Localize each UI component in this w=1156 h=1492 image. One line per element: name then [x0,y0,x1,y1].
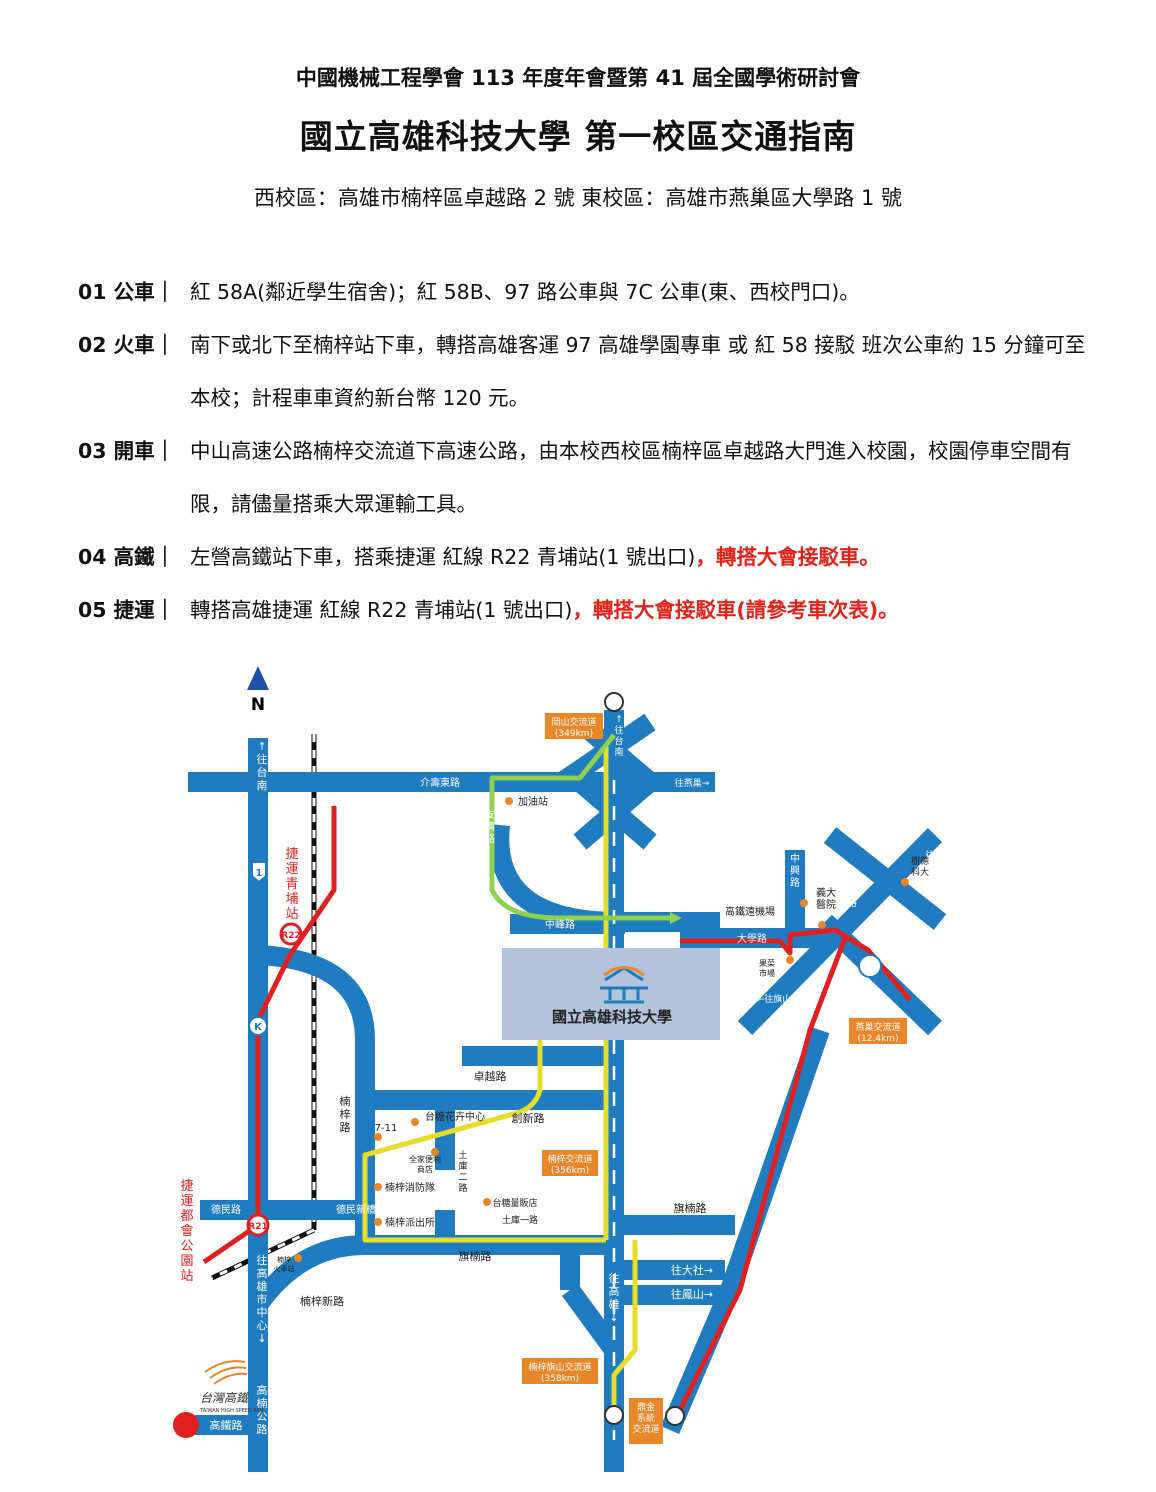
dir-kaohsiung: 往高雄↓ [609,1271,620,1324]
lm-market: 果菜市場 [759,958,775,978]
road-chuangxin: 創新路 [512,1111,545,1125]
ic-yanchao-box [849,1018,907,1044]
road-youqing: 友情路 [485,808,495,845]
road-zhongfeng: 中峰路 [545,918,575,931]
campus-block: 國立高雄科技大學 [502,948,720,1040]
ic-dingjin-box [629,1398,663,1444]
mrt-r21-marker: R21 [246,1213,270,1237]
dir-fengshan: 往鳳山→ [671,1287,713,1301]
guide-entry-mrt: 05 捷運｜ 轉搭高雄捷運 紅線 R22 青埔站(1 號出口)，轉搭大會接駁車(… [78,584,1088,637]
green-route [489,733,682,924]
road-shiku1: 土庫一路 [502,1214,538,1226]
svg-text:R22: R22 [281,931,300,941]
lm-fire: 楠梓消防隊 [385,1181,435,1194]
road-qinan-right: 旗楠路 [674,1201,707,1215]
road-qinan-lower: 旗楠路 [459,1249,492,1263]
shuttle-highlight: ，轉搭大會接駁車。 [695,545,880,569]
highway-marker-top [604,692,624,712]
ic-dingjin: 鼎金系統交流道 [632,1401,659,1435]
page-title: 國立高雄科技大學 第一校區交通指南 [299,117,857,156]
svg-text:國立高雄科技大學: 國立高雄科技大學 [552,1008,672,1026]
mrt-r22-marker: R22 [279,922,303,946]
lm-train: 楠梓火車站 [274,1255,295,1273]
lm-family: 全家便利商店 [409,1154,441,1174]
dir-tainan-left: ↑往台南 [257,740,268,792]
mrt-dujihui: 捷運都會公園站 [180,1179,193,1284]
lm-seven: 7-11 [375,1123,398,1134]
lm-shurte: 樹德科大 [911,855,929,878]
road-demin: 德民路 [211,1203,241,1216]
road-gaotie: 高鐵路 [210,1418,243,1432]
lm-police: 楠梓派出所 [385,1216,435,1229]
svg-text:1: 1 [256,868,263,879]
guide-entry-train: 02 火車｜ 南下或北下至楠梓站下車，轉搭高雄客運 97 高雄學園專車 或 紅 … [78,319,1088,425]
dir-qishan-se: ←往旗山 [757,993,792,1005]
poi-dots [294,797,909,1262]
guide-entry-car: 03 開車｜ 中山高速公路楠梓交流道下高速公路，由本校西校區楠梓區卓越路大門進入… [78,425,1088,531]
road-qiyan: 旗燕路 [847,872,857,909]
highway-marker-bottom [604,954,882,1426]
road-network [188,710,947,1472]
entry-text: 紅 58A(鄰近學生宿舍)；紅 58B、97 路公車與 7C 公車(東、西校門口… [190,280,860,304]
road-gaonan: 高楠公路 [257,1383,268,1436]
hsr-marker [173,1412,199,1438]
svg-text:N: N [251,695,265,715]
entry-text: 南下或北下至楠梓站下車，轉搭高雄客運 97 高雄學園專車 或 紅 58 接駁 班… [190,333,1086,410]
dir-qishan-right: 往旗山→ [671,1233,713,1247]
dir-yanchao: 往燕巢→ [675,777,710,789]
entry-label: 03 開車｜ [78,439,176,463]
highway-shield: 1 [251,861,267,884]
conference-subtitle: 中國機械工程學會 113 年度年會暨第 41 屆全國學術研討會 [295,66,861,90]
dir-tainan-hwy: ↑往台南 [614,715,623,758]
road-shiku2: 土庫二路 [458,1149,467,1194]
shuttle-highlight: ，轉搭大會接駁車(請參考車次表)。 [572,598,899,622]
lm-airport: 高鐵遠機場 [725,905,775,918]
ic-nanzi-box [542,1150,598,1176]
mrt-qingpu: 捷運青埔站 [285,847,298,922]
road-demin-bridge: 德民新橋 [336,1203,376,1216]
ic-gangshan: 岡山交流道(349km) [551,716,596,739]
entry-text: 左營高鐵站下車，搭乘捷運 紅線 R22 青埔站(1 號出口)，轉搭大會接駁車。 [190,545,880,569]
entry-label: 05 捷運｜ [78,598,176,622]
dir-dashe: 往大社→ [671,1263,713,1277]
entry-text: 中山高速公路楠梓交流道下高速公路，由本校西校區楠梓區卓越路大門進入校園，校園停車… [190,439,1072,516]
road-daxue: 大學路 [737,932,767,945]
north-arrow: N [247,666,269,715]
road-jieshou: 介壽東路 [420,776,460,789]
svg-text:K: K [254,1022,263,1033]
ic-nanzi: 楠梓交流道(356km) [547,1153,592,1176]
lm-gas: 加油站 [518,795,548,808]
ic-nanzi-qishan-box [522,1358,598,1384]
svg-text:TAIWAN HIGH SPEED RAIL: TAIWAN HIGH SPEED RAIL [199,1408,265,1414]
ic-yanchao: 燕巢交流道(12.4km) [855,1021,900,1044]
k-marker: K [248,1016,268,1036]
hsr-logo: 台灣高鐵 TAIWAN HIGH SPEED RAIL [199,1360,265,1414]
entry-label: 02 火車｜ [78,333,176,357]
guide-entry-bus: 01 公車｜ 紅 58A(鄰近學生宿舍)；紅 58B、97 路公車與 7C 公車… [78,266,1088,319]
road-zhuoyue: 卓越路 [474,1069,507,1083]
transport-guide: 01 公車｜ 紅 58A(鄰近學生宿舍)；紅 58B、97 路公車與 7C 公車… [78,266,1088,637]
entry-text: 轉搭高雄捷運 紅線 R22 青埔站(1 號出口)，轉搭大會接駁車(請參考車次表)… [190,598,899,622]
road-nanzi-new: 楠梓新路 [300,1294,344,1308]
road-nanzi: 楠梓路 [340,1094,351,1134]
dir-qishan-ne: 往旗山↑ [925,849,934,894]
lm-yida: 義大醫院 [816,886,836,911]
svg-text:R21: R21 [248,1222,267,1232]
lm-flower: 台糖花卉中心 [425,1110,485,1123]
road-zhongxing: 中興路 [790,852,800,889]
dir-fengshan-se: ←往鳳山 [773,1013,808,1025]
ic-nanzi-qishan: 楠梓旗山交流道(358km) [528,1361,591,1384]
guide-entry-hsr: 04 高鐵｜ 左營高鐵站下車，搭乘捷運 紅線 R22 青埔站(1 號出口)，轉搭… [78,531,1088,584]
lm-hotel: 台糖量販店 [492,1197,537,1209]
ic-gangshan-box [545,713,603,739]
entry-label: 04 高鐵｜ [78,545,176,569]
entry-label: 01 公車｜ [78,280,176,304]
campus-addresses: 西校區：高雄市楠梓區卓越路 2 號 東校區：高雄市燕巢區大學路 1 號 [253,186,903,210]
dir-city-center: 往高雄市中心↓ [257,1253,268,1345]
svg-text:台灣高鐵: 台灣高鐵 [200,1391,250,1405]
